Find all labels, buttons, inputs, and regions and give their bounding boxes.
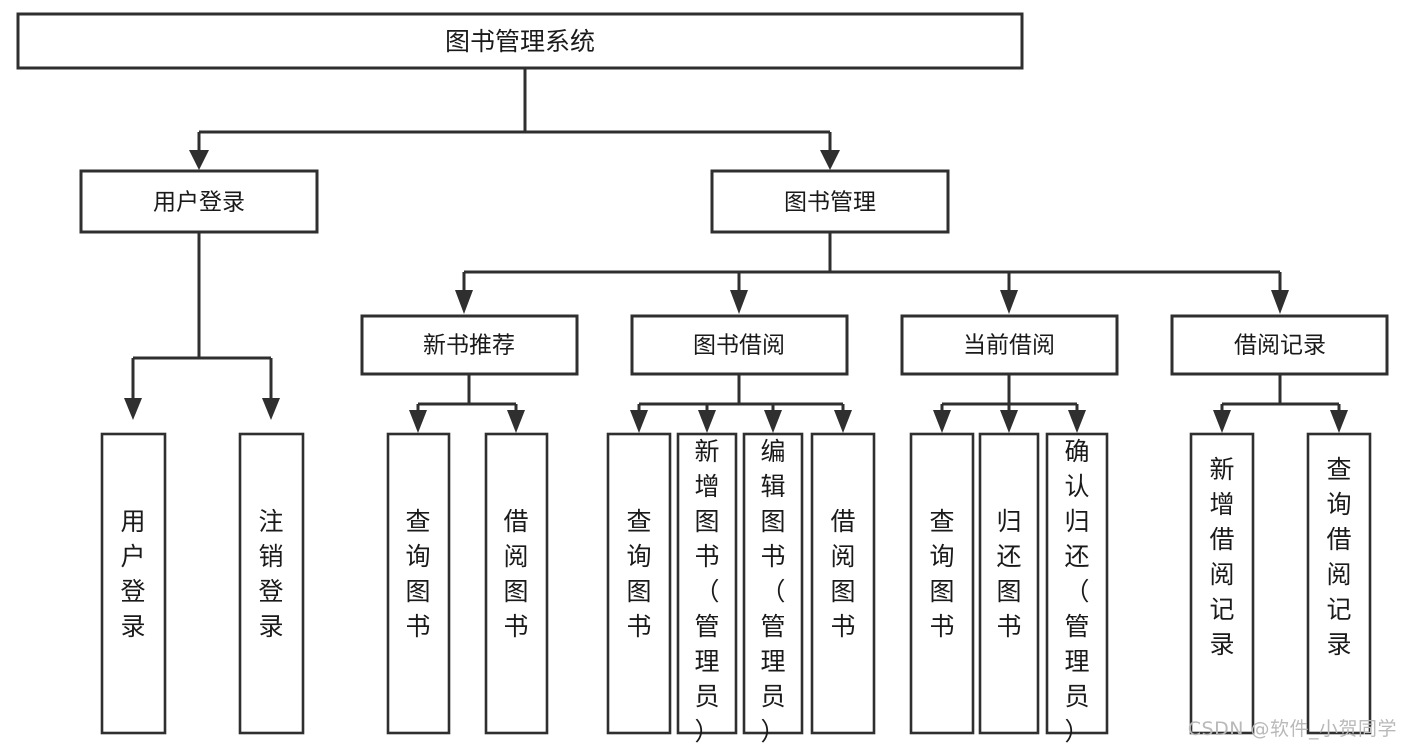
node-leaf-borrow-record-1[interactable]: 新增借阅记录 [1189,432,1255,735]
leaf-box[interactable] [676,432,738,735]
arrow-bb-l3 [764,410,782,433]
leaf-label-vertical: 查询图书 [626,507,651,641]
node-leaf-new-book-recommend-2[interactable]: 借阅图书 [484,432,549,735]
node-current-borrow[interactable]: 当前借阅 [900,314,1119,376]
borrow-record-label: 借阅记录 [1234,333,1326,359]
leaf-label-vertical: 确认归还（管理员） [1064,437,1089,746]
user-login-label: 用户登录 [153,190,245,216]
leaf-box[interactable] [484,432,549,735]
leaf-label-vertical: 新增图书（管理员） [694,437,719,746]
leaf-box[interactable] [1045,432,1109,735]
leaf-box[interactable] [386,432,451,735]
arrow-bb-l4 [834,410,852,433]
leaf-box[interactable] [978,432,1040,735]
leaf-label-vertical: 新增借阅记录 [1209,455,1234,659]
arrow-to-user-login [189,150,209,170]
arrow-bb-l2 [698,410,716,433]
arrow-ul-leaf2 [262,398,280,420]
node-root[interactable]: 图书管理系统 [16,12,1024,70]
leaf-label-vertical: 查询图书 [929,507,954,641]
leaf-label-vertical: 编辑图书（管理员） [760,437,785,746]
arrow-ul-leaf1 [124,398,142,420]
leaf-label-vertical: 查询借阅记录 [1326,455,1351,659]
leaf-label-vertical: 借阅图书 [830,507,855,641]
leaf-label-vertical: 查询图书 [405,507,430,641]
new-book-recommend-box[interactable] [360,314,579,376]
node-new-book-recommend[interactable]: 新书推荐 [360,314,579,376]
node-leaf-current-borrow-1[interactable]: 查询图书 [909,432,975,735]
borrow-record-box[interactable] [1170,314,1389,376]
leaf-box[interactable] [1306,432,1372,735]
arrow-cb-l3 [1068,410,1086,433]
arrow-br-l1 [1213,410,1231,433]
arrow-bm-c1 [455,290,473,314]
leaf-label-vertical: 用户登录 [120,507,145,641]
current-borrow-box[interactable] [900,314,1119,376]
node-book-borrow[interactable]: 图书借阅 [630,314,849,376]
book-borrow-box[interactable] [630,314,849,376]
node-leaf-book-borrow-2[interactable]: 新增图书（管理员） [676,432,738,746]
book-management-label: 图书管理 [784,190,876,216]
book-management-box[interactable] [710,169,950,234]
arrow-to-book-mgmt [820,150,840,170]
leaf-label-vertical: 归还图书 [996,507,1021,641]
leaf-box[interactable] [742,432,804,735]
leaf-box[interactable] [606,432,672,735]
root-label: 图书管理系统 [445,27,595,56]
node-leaf-user-login-1[interactable]: 用户登录 [100,432,167,735]
node-leaf-current-borrow-3[interactable]: 确认归还（管理员） [1045,432,1109,746]
new-book-recommend-label: 新书推荐 [423,333,515,359]
leaf-box[interactable] [1189,432,1255,735]
node-leaf-book-borrow-1[interactable]: 查询图书 [606,432,672,735]
arrow-nbr-l1 [409,410,427,433]
current-borrow-label: 当前借阅 [963,333,1055,359]
arrow-br-l2 [1330,410,1348,433]
root-box[interactable] [16,12,1024,70]
arrow-bm-c4 [1271,290,1289,314]
arrow-bb-l1 [630,410,648,433]
arrow-cb-l2 [1000,410,1018,433]
node-leaf-new-book-recommend-1[interactable]: 查询图书 [386,432,451,735]
node-user-login[interactable]: 用户登录 [79,169,319,234]
node-leaf-book-borrow-4[interactable]: 借阅图书 [810,432,876,735]
leaf-label-vertical: 借阅图书 [503,507,528,641]
arrow-nbr-l2 [507,410,525,433]
node-leaf-borrow-record-2[interactable]: 查询借阅记录 [1306,432,1372,735]
leaf-box[interactable] [238,432,305,735]
node-book-management[interactable]: 图书管理 [710,169,950,234]
node-leaf-user-login-2[interactable]: 注销登录 [238,432,305,735]
leaf-label-vertical: 注销登录 [258,507,283,641]
leaf-box[interactable] [909,432,975,735]
book-borrow-label: 图书借阅 [693,333,785,359]
node-leaf-current-borrow-2[interactable]: 归还图书 [978,432,1040,735]
arrow-bm-c2 [730,290,748,314]
node-leaf-book-borrow-3[interactable]: 编辑图书（管理员） [742,432,804,746]
leaf-box[interactable] [100,432,167,735]
leaf-box[interactable] [810,432,876,735]
arrow-cb-l1 [933,410,951,433]
arrow-bm-c3 [1000,290,1018,314]
node-borrow-record[interactable]: 借阅记录 [1170,314,1389,376]
